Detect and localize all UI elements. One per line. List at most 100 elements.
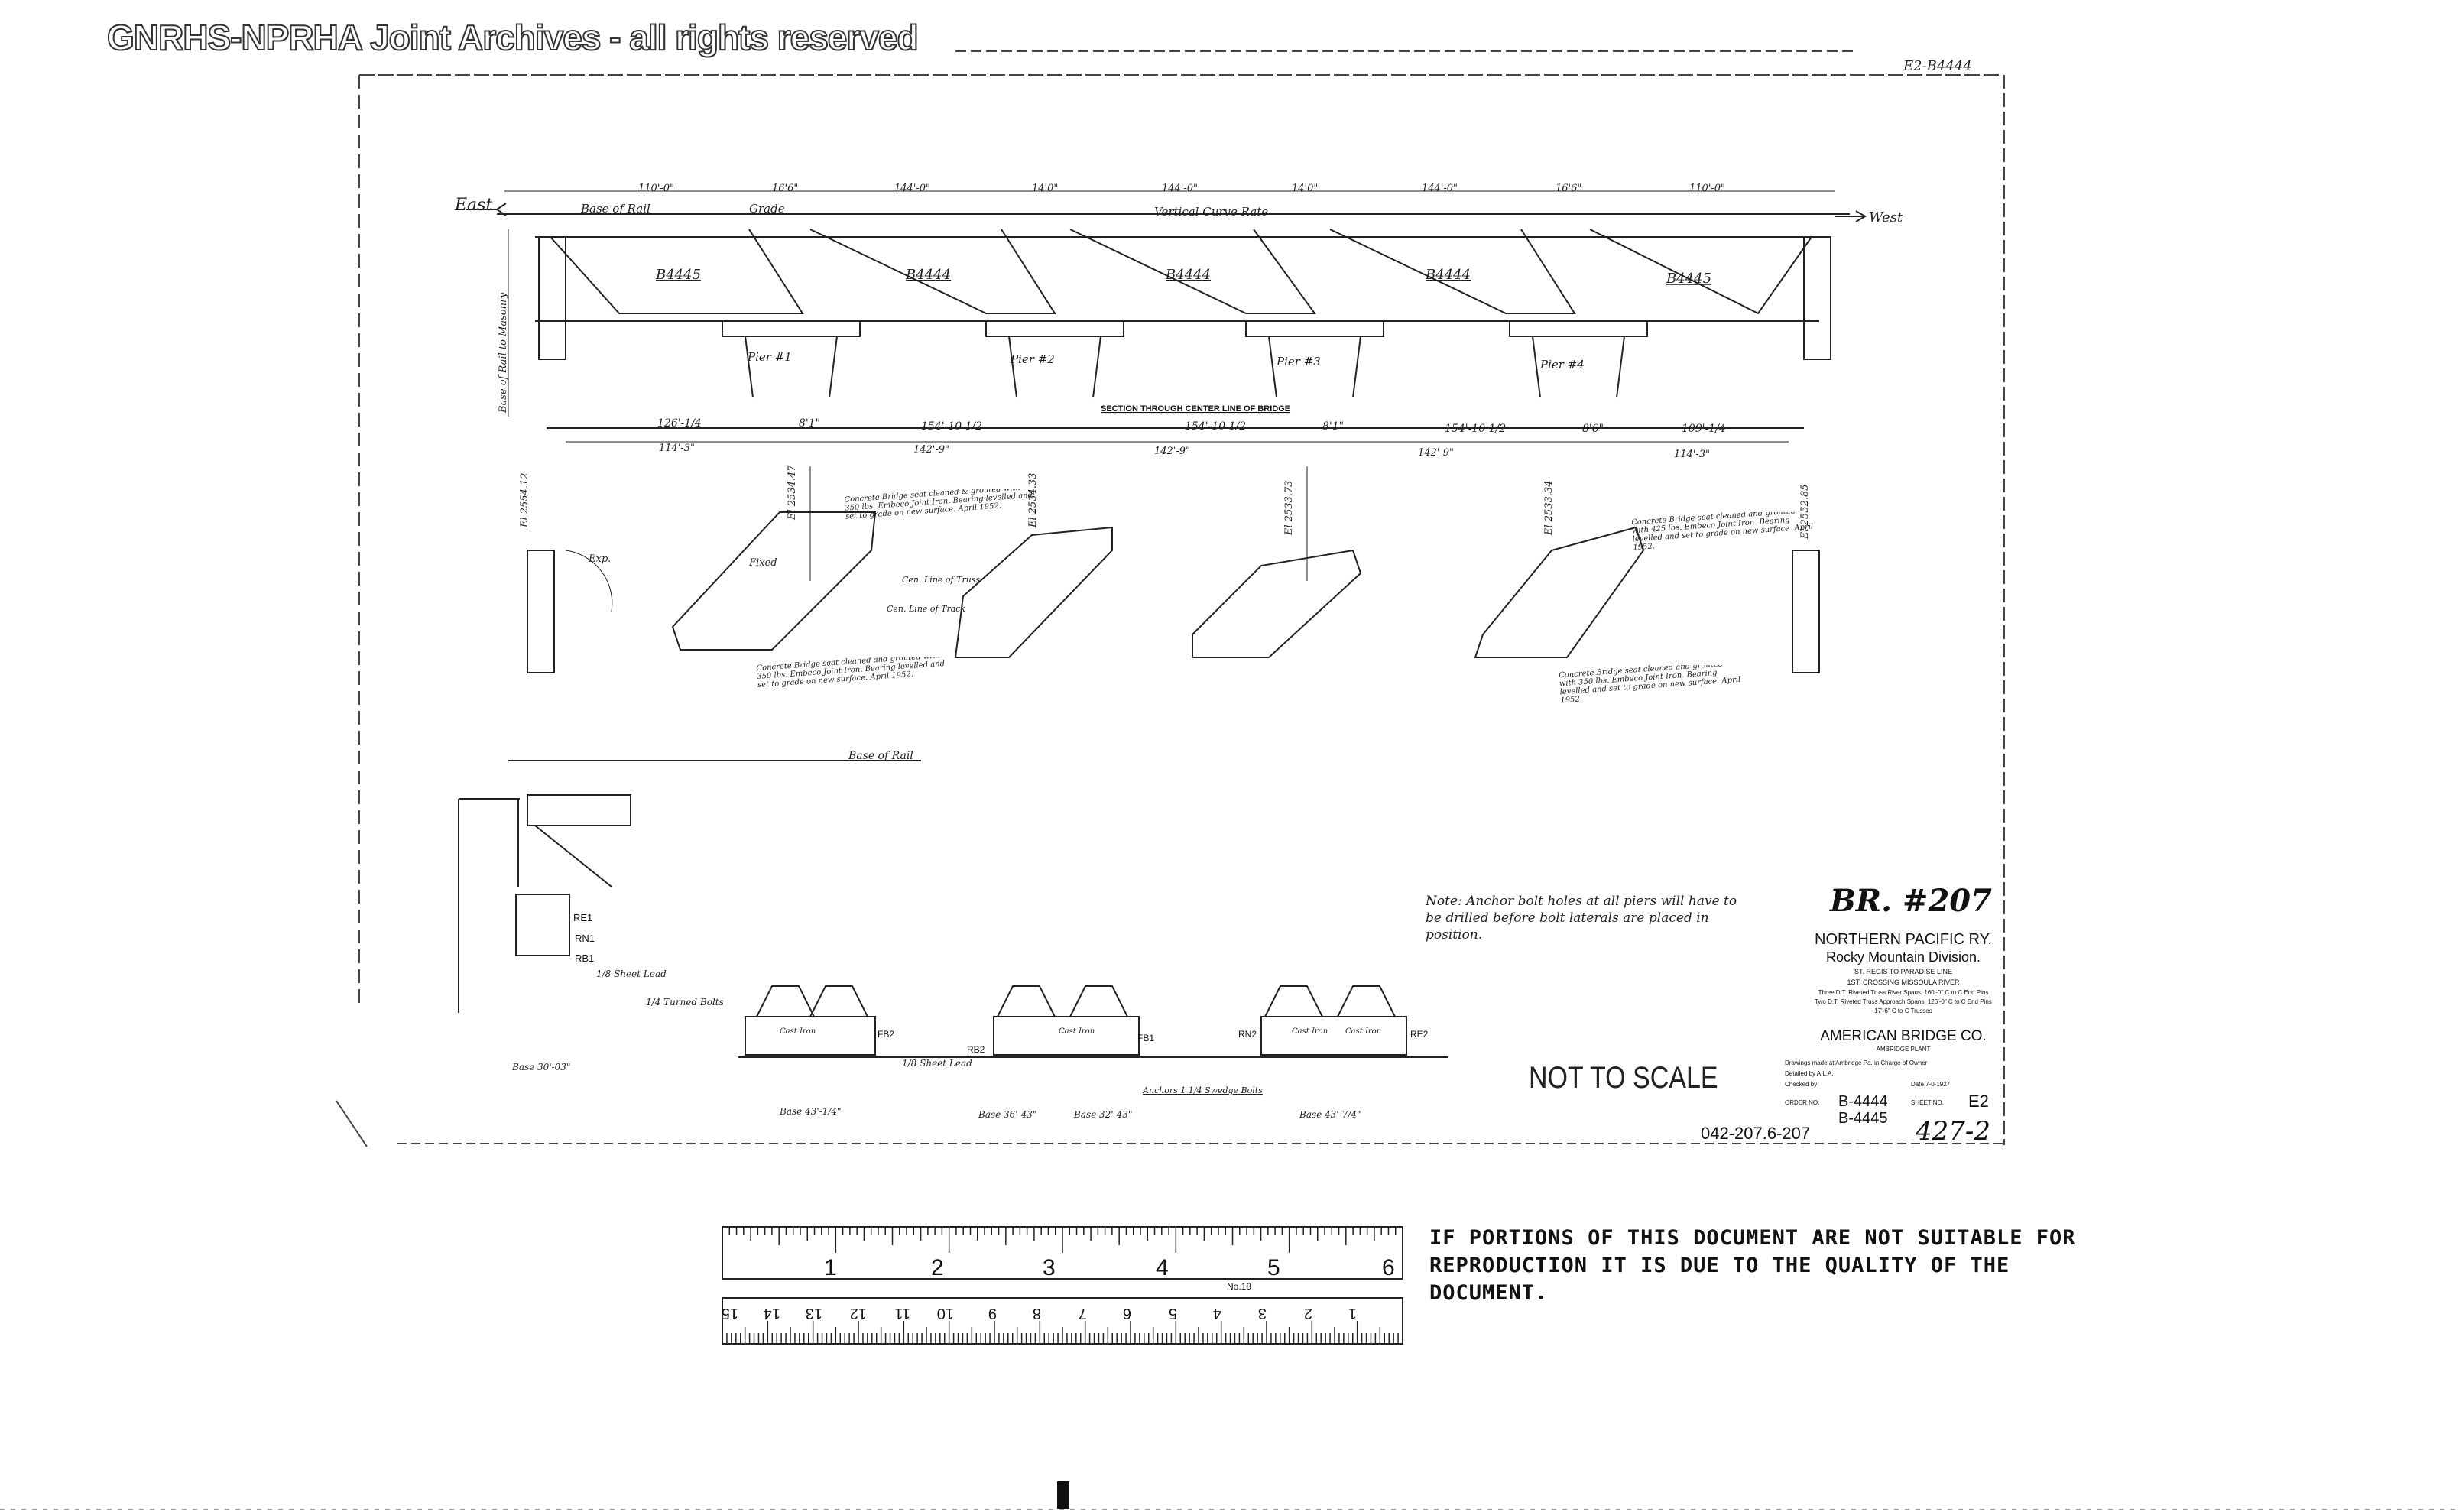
section-title: SECTION THROUGH CENTER LINE OF BRIDGE xyxy=(1101,404,1290,414)
bridge-plan xyxy=(527,427,1820,673)
ruler-cm-7: 7 xyxy=(1079,1305,1087,1322)
order-number-1: B-4444 xyxy=(1838,1093,1888,1110)
cast-iron-label-4: Cast Iron xyxy=(1345,1027,1381,1036)
ruler-inch-numbers: 1 2 3 4 5 6 No.18 xyxy=(824,1255,1395,1292)
cast-iron-label-1: Cast Iron xyxy=(780,1027,816,1036)
base-dim-4: Base 32'-43" xyxy=(1073,1109,1132,1120)
shoe-label-re1: RE1 xyxy=(573,912,592,923)
ruler-cm-1: 1 xyxy=(1348,1305,1357,1322)
plan-dim-lower-4: 142'-9" xyxy=(1418,447,1454,459)
plan-elevation-5: El 2533.34 xyxy=(1543,480,1555,536)
description-2: Two D.T. Riveted Truss Approach Spans, 1… xyxy=(1815,998,1992,1005)
turned-bolts-label: 1/4 Turned Bolts xyxy=(646,997,724,1007)
shoe-label-rb1: RB1 xyxy=(575,952,594,964)
grade-label: Grade xyxy=(749,202,785,216)
detail-labels: Base of Rail RE1 RN1 RB1 FB1 FB2 RN2 RB2… xyxy=(511,750,1737,1120)
base-rail-masonry-label: Base of Rail to Masonry xyxy=(498,292,509,414)
west-label: West xyxy=(1869,209,1903,226)
plan-labels: 126'-1/4 8'1" 154'-10 1/2 154'-10 1/2 8'… xyxy=(519,417,1814,705)
ruler-inch-5: 5 xyxy=(1267,1255,1280,1280)
ruler-inch-6: 6 xyxy=(1382,1255,1395,1280)
plan-dim-lower-2: 142'-9" xyxy=(913,444,949,456)
span-label-1: B4445 xyxy=(655,267,701,283)
ruler-cm-2: 2 xyxy=(1304,1305,1312,1322)
pier-label-4: Pier #4 xyxy=(1539,358,1585,372)
plan-elevation-4: El 2533.73 xyxy=(1283,480,1295,536)
plan-note-1: Concrete Bridge seat cleaned & grouted w… xyxy=(845,489,1033,521)
plan-dim-4: 154'-10 1/2 xyxy=(1185,420,1246,433)
span-dim-5: 144'-0" xyxy=(1162,183,1198,194)
reproduction-disclaimer: IF PORTIONS OF THIS DOCUMENT ARE NOT SUI… xyxy=(1429,1226,2076,1305)
span-label-4: B4444 xyxy=(1425,267,1471,283)
plan-dim-lower-5: 114'-3" xyxy=(1674,449,1710,460)
plan-dim-7: 8'6" xyxy=(1582,423,1604,435)
drawing-border xyxy=(336,50,2005,1147)
anchor-note: Note: Anchor bolt holes at all piers wil… xyxy=(1426,894,1737,943)
base-dim-5: Base 43'-7/4" xyxy=(1299,1109,1361,1120)
bearing-details xyxy=(458,760,1448,1058)
line-name: ST. REGIS TO PARADISE LINE xyxy=(1854,968,1953,975)
ruler-cm-12: 12 xyxy=(850,1305,867,1322)
ruler-cm-numbers: 15 14 13 12 11 10 9 8 7 6 5 4 3 2 1 xyxy=(722,1305,1357,1322)
base-dim-3: Base 36'-43" xyxy=(978,1109,1036,1120)
sheet-lead-label-1: 1/8 Sheet Lead xyxy=(596,969,667,979)
plan-elevation-6: El 2552.85 xyxy=(1799,484,1811,540)
plan-exp-label: Exp. xyxy=(588,553,611,565)
handwritten-number: 427-2 xyxy=(1915,1116,1990,1147)
shoe-label-rn1: RN1 xyxy=(575,933,595,944)
shoe-label-fb2: FB2 xyxy=(878,1029,894,1040)
drawn-info: Drawings made at Ambridge Pa. in Charge … xyxy=(1785,1059,1928,1066)
span-dim-9: 110'-0" xyxy=(1689,183,1725,194)
scan-edge-marks xyxy=(0,1481,2459,1510)
sheet-label: SHEET NO. xyxy=(1911,1099,1944,1106)
ruler-cm-15: 15 xyxy=(722,1305,738,1322)
ruler-cm-13: 13 xyxy=(806,1305,822,1322)
span-dim-4: 14'0" xyxy=(1032,183,1058,194)
watermark-title: GNRHS-NPRHA Joint Archives - all rights … xyxy=(106,17,920,58)
ruler-model: No.18 xyxy=(1227,1281,1251,1292)
base-of-rail-label: Base of Rail xyxy=(580,202,650,216)
plan-note-4: Concrete Bridge seat cleaned and grouted… xyxy=(1559,665,1741,705)
ruler-inch-1: 1 xyxy=(824,1255,837,1280)
bridge-elevation xyxy=(466,190,1867,417)
ruler-cm-6: 6 xyxy=(1123,1305,1131,1322)
ruler-cm-4: 4 xyxy=(1213,1305,1221,1322)
base-dim-1: Base 30'-03" xyxy=(511,1062,570,1072)
details-base-of-rail: Base of Rail xyxy=(848,750,913,762)
railway-name: NORTHERN PACIFIC RY. xyxy=(1815,931,1992,948)
shoe-label-rn2: RN2 xyxy=(1238,1029,1257,1040)
ruler-ticks xyxy=(722,1227,1403,1344)
span-dim-3: 144'-0" xyxy=(894,183,930,194)
plan-dim-5: 8'1" xyxy=(1322,420,1344,433)
plan-cen-truss-label: Cen. Line of Truss xyxy=(902,575,980,585)
span-label-2: B4444 xyxy=(905,267,951,283)
description-3: 17'-6" C to C Trusses xyxy=(1874,1007,1932,1014)
elevation-labels: East West Base of Rail Grade Vertical Cu… xyxy=(454,183,1903,414)
east-label: East xyxy=(454,196,492,215)
vertical-curve-label: Vertical Curve Rate xyxy=(1154,205,1268,219)
description-1: Three D.T. Riveted Truss River Spans, 16… xyxy=(1818,989,1989,996)
shoe-label-fb1: FB1 xyxy=(1137,1033,1154,1043)
ruler-cm-10: 10 xyxy=(937,1305,954,1322)
plan-fixed-label: Fixed xyxy=(748,557,777,569)
plan-elevation-2: El 2534.47 xyxy=(787,465,798,521)
plan-dim-1: 126'-1/4 xyxy=(657,417,702,430)
plan-dim-lower-3: 142'-9" xyxy=(1154,446,1190,457)
ruler-cm-5: 5 xyxy=(1169,1305,1177,1322)
pier-label-1: Pier #1 xyxy=(747,350,792,364)
anchors-note: Anchors 1 1/4 Swedge Bolts xyxy=(1142,1085,1263,1095)
span-label-5: B4445 xyxy=(1666,271,1711,287)
span-dim-2: 16'6" xyxy=(772,183,798,194)
ruler-cm-8: 8 xyxy=(1033,1305,1041,1322)
span-dim-1: 110'-0" xyxy=(638,183,674,194)
cast-iron-label-3: Cast Iron xyxy=(1292,1027,1328,1036)
plan-note-2: Concrete Bridge seat cleaned and grouted… xyxy=(757,657,945,689)
checked-by: Checked by xyxy=(1785,1081,1818,1088)
span-label-3: B4444 xyxy=(1165,267,1211,283)
pier-label-2: Pier #2 xyxy=(1010,352,1055,366)
plan-dim-lower-1: 114'-3" xyxy=(659,443,695,454)
not-to-scale-label: NOT TO SCALE xyxy=(1529,1061,1718,1095)
shoe-label-rb2: RB2 xyxy=(967,1044,985,1055)
sheet-lead-label-2: 1/8 Sheet Lead xyxy=(902,1058,972,1069)
